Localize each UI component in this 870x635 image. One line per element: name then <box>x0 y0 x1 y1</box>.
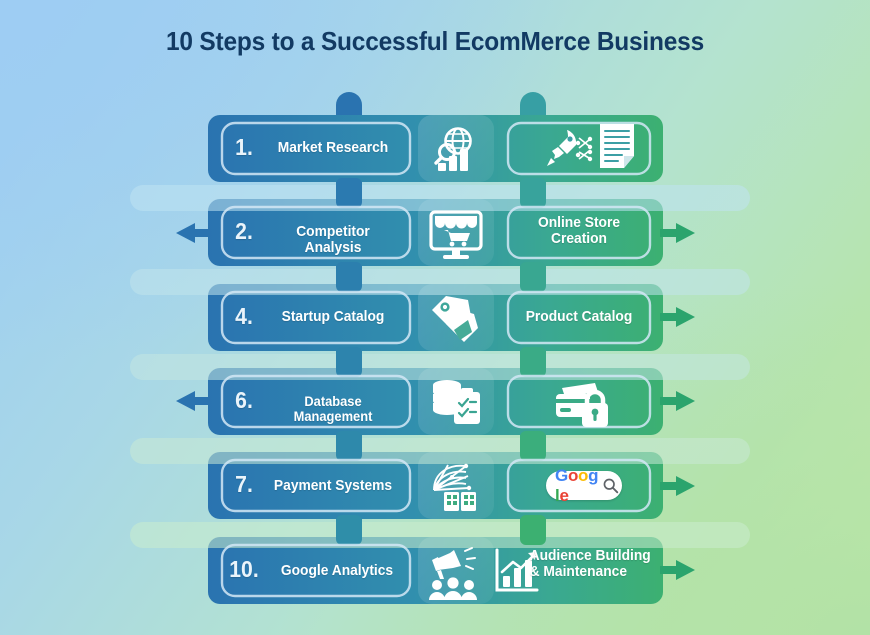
arrow-right-row3 <box>660 307 695 327</box>
row-label-database-management: Database Management <box>293 393 373 424</box>
row-number-6: 6. <box>235 387 253 413</box>
row-number-1: 1. <box>235 134 253 160</box>
row-number-2: 2. <box>235 218 253 244</box>
row-label-competitor-analysis: Competitor Analysis <box>296 223 370 256</box>
gap-bars <box>130 185 750 548</box>
google-letter-o2: o <box>578 465 589 485</box>
row-label-market-research: Market Research <box>277 139 389 156</box>
row-right-label-online-store-creation: Online Store Creation <box>537 214 621 247</box>
row-label-payment-systems: Payment Systems <box>273 477 393 494</box>
online-store-monitor-cart-icon <box>429 210 483 259</box>
credit-card-lock-icon <box>556 383 608 427</box>
row-right-label-audience-building: Audience Building & Maintenance <box>529 547 651 580</box>
google-search-bar-icon[interactable]: Goog le <box>546 466 622 505</box>
row-right-label-product-catalog: Product Catalog <box>525 308 633 325</box>
row-number-7: 7. <box>235 471 253 497</box>
google-letter-l: l <box>555 485 560 505</box>
page-title: 10 Steps to a Successful EcomMerce Busin… <box>166 26 704 56</box>
arrow-right-row6 <box>660 560 695 580</box>
database-checklist-icon <box>433 380 480 424</box>
arrow-right-row4 <box>660 391 695 411</box>
google-wordmark: Goog le <box>546 466 599 506</box>
arrow-left-row4 <box>176 391 211 411</box>
globe-magnifier-barchart-icon <box>434 127 472 171</box>
price-tags-icon <box>432 296 478 342</box>
row-outlines <box>220 121 652 598</box>
google-letter-g1: G <box>555 465 568 485</box>
google-letter-g2: g <box>588 465 599 485</box>
google-letter-e: e <box>559 485 569 505</box>
row-label-google-analytics: Google Analytics <box>280 562 394 579</box>
row-label-startup-catalog: Startup Catalog <box>281 308 385 325</box>
google-letter-o1: o <box>567 465 579 485</box>
web-network-buildings-icon <box>433 463 476 511</box>
document-icon <box>600 124 634 168</box>
arrow-right-row5 <box>660 476 695 496</box>
spine-connectors-overlay <box>336 178 546 545</box>
row-number-10: 10. <box>229 556 259 582</box>
row-number-4: 4. <box>235 303 253 329</box>
arrow-left-row2 <box>176 223 211 243</box>
search-icon[interactable] <box>599 477 622 494</box>
rocket-network-icon <box>547 130 593 166</box>
megaphone-audience-icon <box>429 547 477 600</box>
growth-chart-icon <box>495 548 539 592</box>
arrow-right-row2 <box>660 223 695 243</box>
